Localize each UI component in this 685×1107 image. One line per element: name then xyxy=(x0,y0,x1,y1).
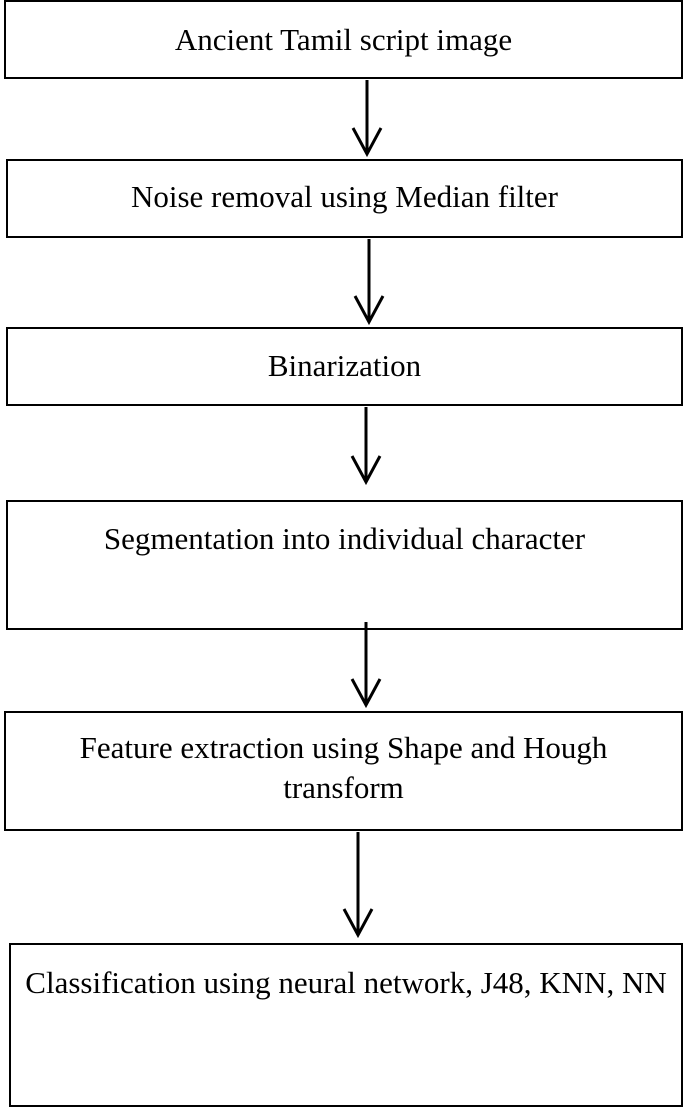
arrow-2-to-3 xyxy=(353,239,385,326)
step-box-noise-removal: Noise removal using Median filter xyxy=(6,159,683,238)
arrow-3-to-4 xyxy=(350,407,382,486)
step-box-segmentation: Segmentation into individual character xyxy=(6,500,683,630)
step-label: Feature extraction using Shape and Hough… xyxy=(79,730,608,805)
step-box-classification: Classification using neural network, J48… xyxy=(9,943,683,1107)
step-label: Noise removal using Median filter xyxy=(130,179,558,214)
step-label: Classification using neural network, J48… xyxy=(25,965,667,1000)
step-label: Ancient Tamil script image xyxy=(174,22,513,57)
arrow-5-to-6 xyxy=(342,832,374,939)
step-box-ancient-tamil-script-image: Ancient Tamil script image xyxy=(4,0,683,79)
step-label: Segmentation into individual character xyxy=(103,521,586,556)
step-label: Binarization xyxy=(267,348,422,383)
arrow-1-to-2 xyxy=(351,80,383,158)
step-box-binarization: Binarization xyxy=(6,327,683,406)
arrow-4-to-5 xyxy=(350,622,382,709)
step-box-feature-extraction: Feature extraction using Shape and Hough… xyxy=(4,711,683,831)
